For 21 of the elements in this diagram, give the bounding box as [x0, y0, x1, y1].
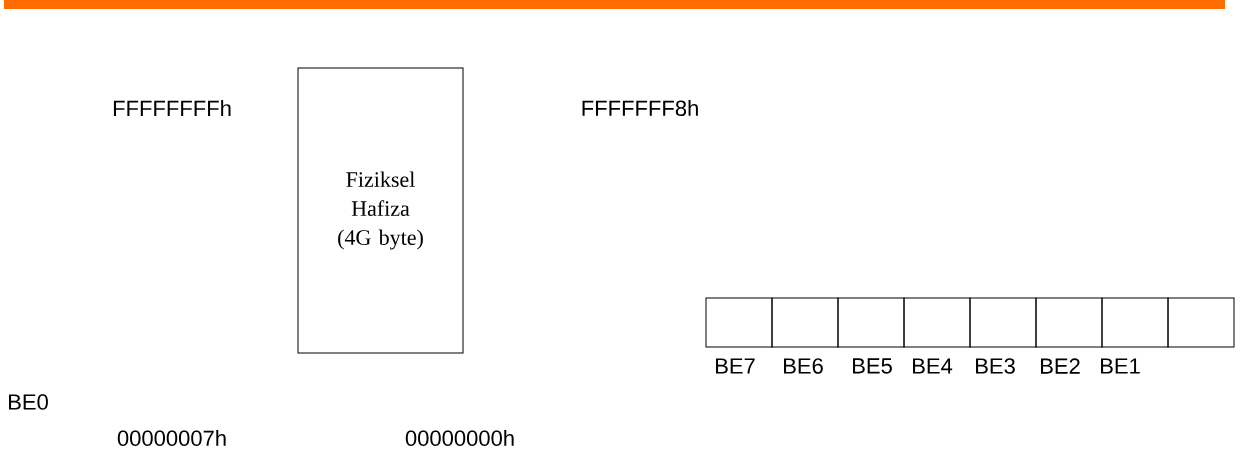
byte-cell	[903, 297, 971, 348]
byte-enable-label: BE5	[853, 358, 892, 374]
byte-enable-label: BE6	[784, 358, 823, 374]
address-label: 00000000h	[405, 429, 514, 447]
address-label: 00000007h	[117, 429, 226, 447]
byte-enable-label: BE3	[976, 358, 1015, 374]
byte-cell	[1101, 297, 1169, 348]
byte-enable-label: BE1	[1101, 358, 1140, 374]
address-label: FFFFFFFFh	[113, 100, 231, 116]
byte-cell	[1035, 297, 1103, 348]
byte-enable-label: BE0	[9, 394, 48, 410]
byte-enable-label: BE7	[716, 358, 755, 374]
byte-cell	[1167, 297, 1235, 348]
byte-enable-label: BE4	[913, 358, 953, 374]
byte-cell	[771, 297, 839, 348]
byte-cell	[837, 297, 905, 348]
memory-box: Fiziksel Hafiza (4G byte)	[297, 67, 464, 354]
byte-enable-label: BE2	[1041, 358, 1080, 374]
byte-cell	[705, 297, 773, 348]
address-label: FFFFFFF8h	[582, 99, 698, 117]
byte-cell	[969, 297, 1037, 348]
